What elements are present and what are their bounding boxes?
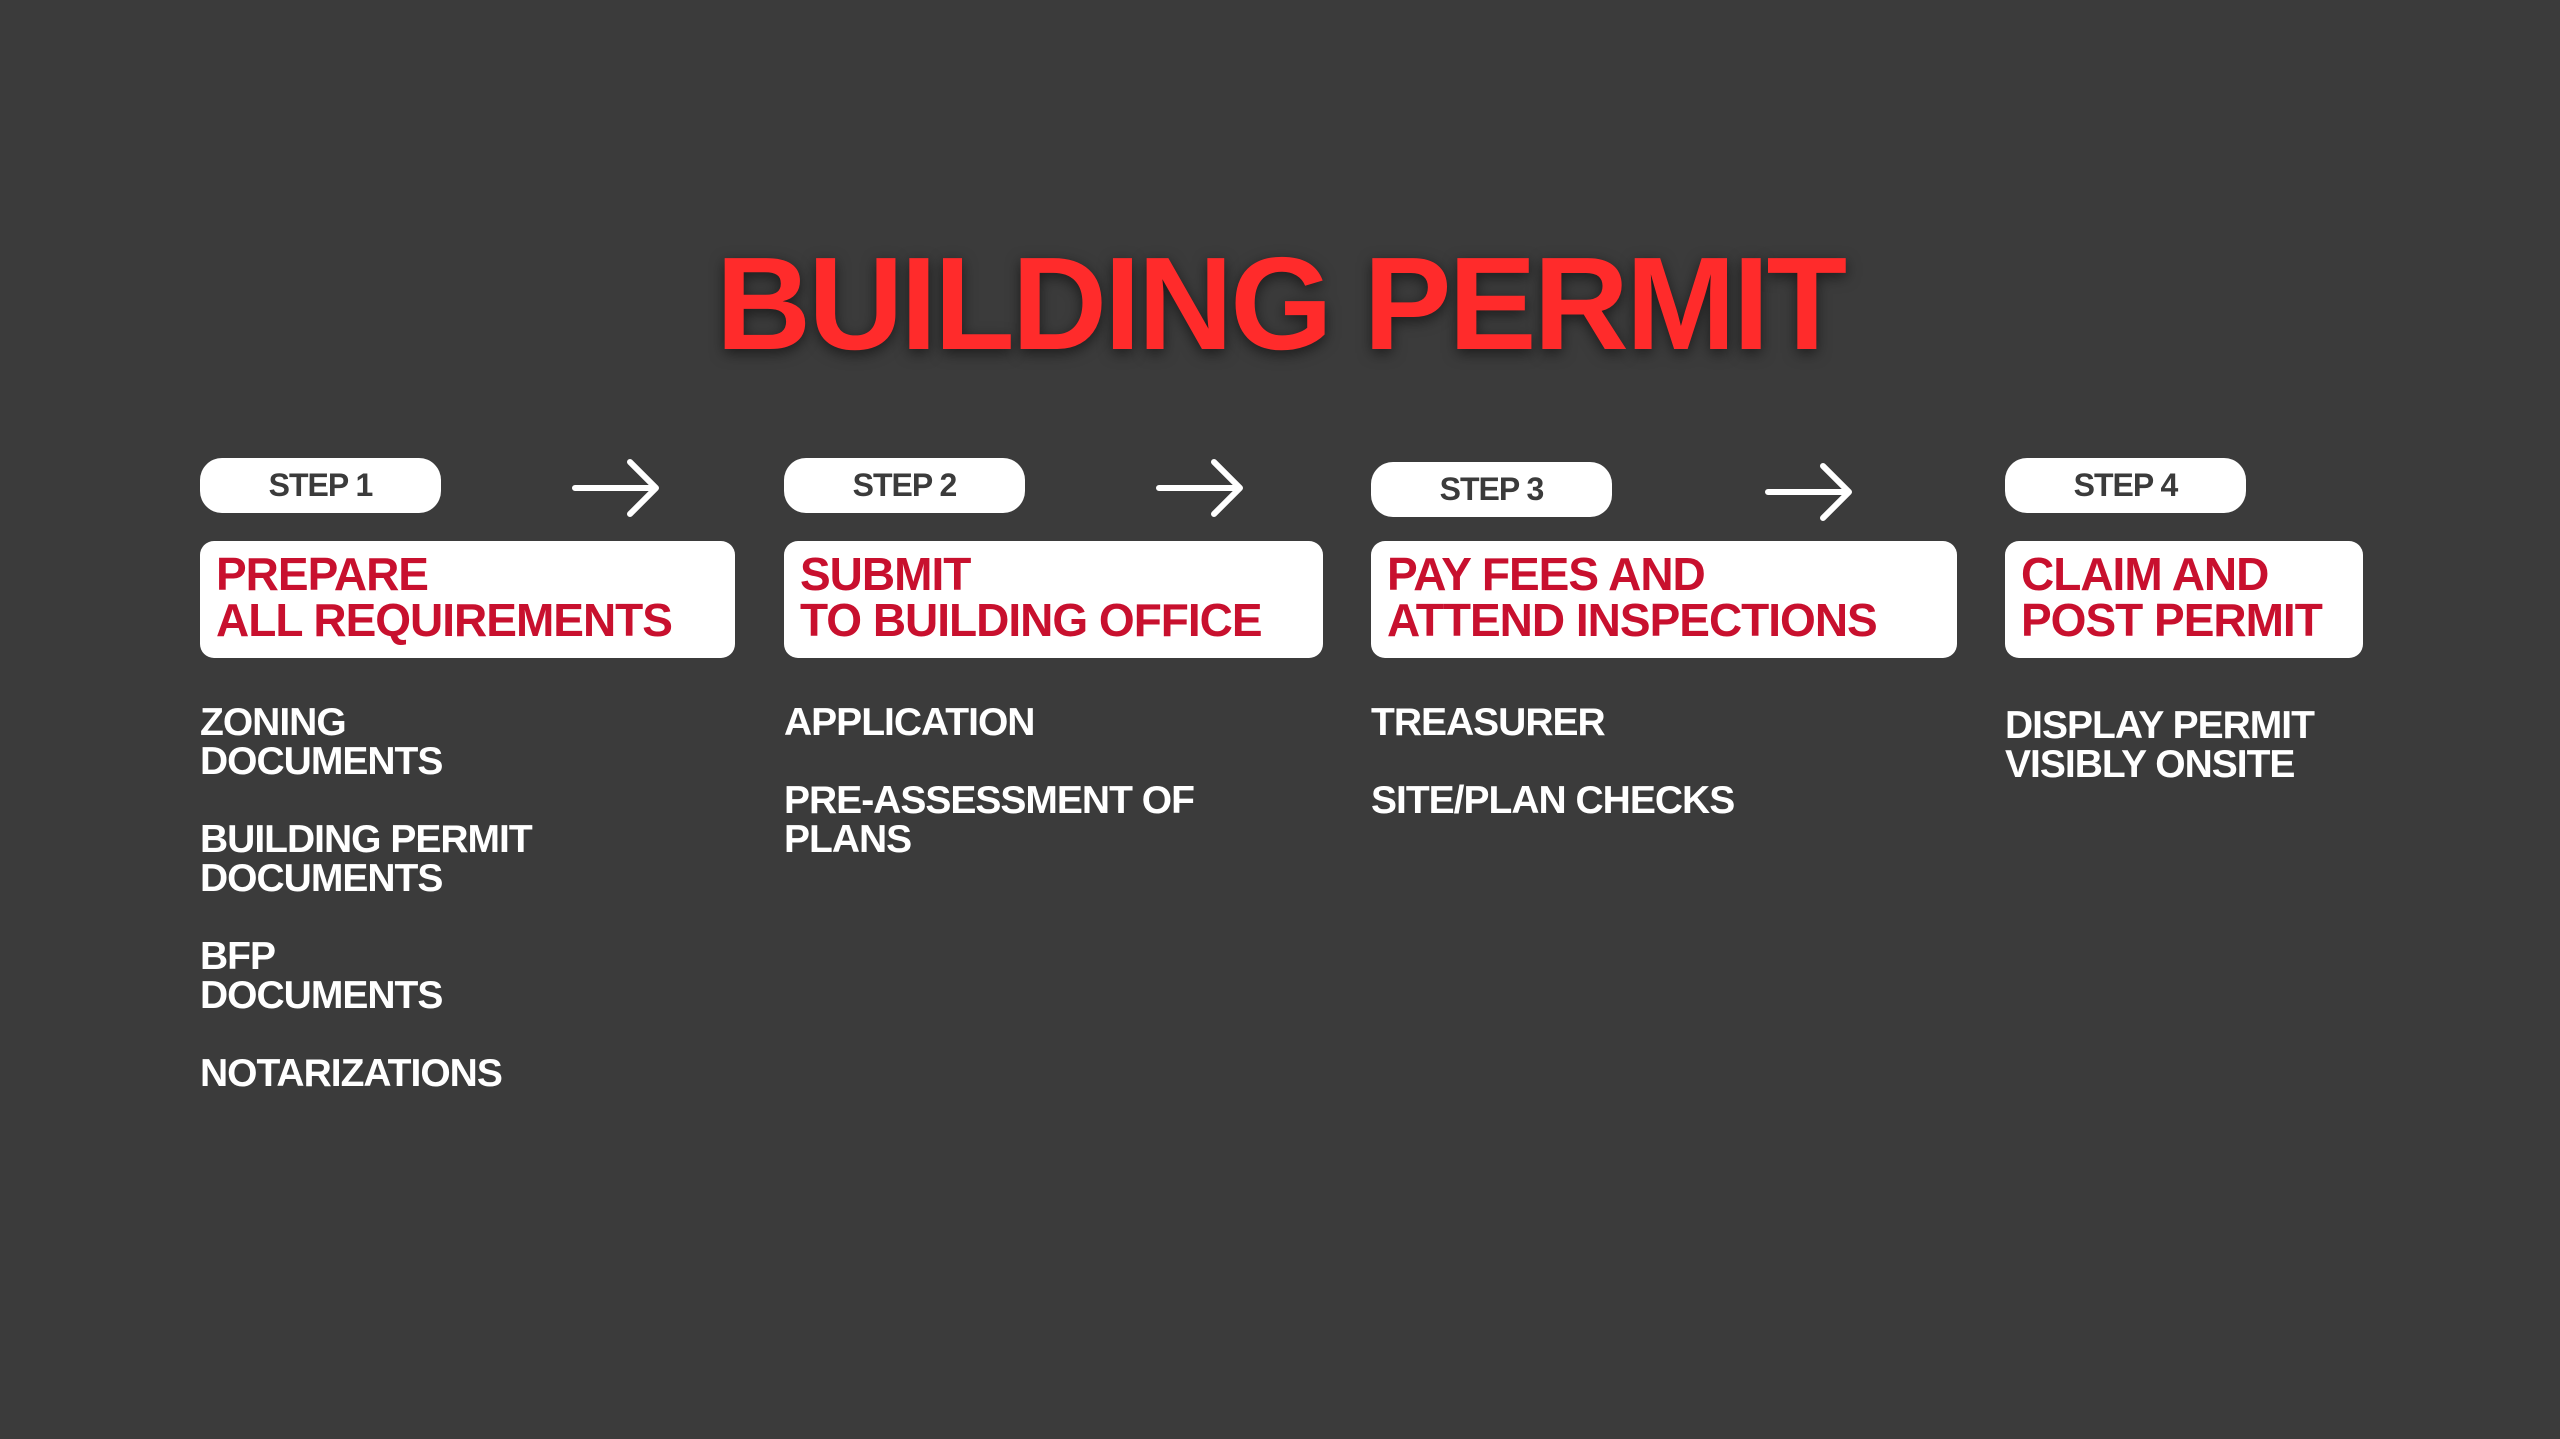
step-2: STEP 2 SUBMIT TO BUILDING OFFICE APPLICA… bbox=[784, 458, 1323, 859]
page-title: BUILDING PERMIT bbox=[715, 230, 1847, 377]
step-badge: STEP 4 bbox=[2005, 458, 2246, 513]
list-item: NOTARIZATIONS bbox=[200, 1052, 503, 1095]
list-item: DISPLAY PERMIT VISIBLY ONSITE bbox=[2005, 704, 2315, 786]
step-1: STEP 1 PREPARE ALL REQUIREMENTS ZONING D… bbox=[200, 458, 735, 1093]
step-items: DISPLAY PERMIT VISIBLY ONSITE bbox=[2005, 706, 2405, 823]
list-item: BUILDING PERMIT DOCUMENTS bbox=[200, 818, 533, 900]
step-badge: STEP 2 bbox=[784, 458, 1025, 513]
step-heading: CLAIM AND POST PERMIT bbox=[2005, 541, 2363, 658]
step-heading: PREPARE ALL REQUIREMENTS bbox=[200, 541, 735, 658]
step-badge: STEP 1 bbox=[200, 458, 441, 513]
list-item: SITE/PLAN CHECKS bbox=[1371, 779, 1735, 822]
step-items: ZONING DOCUMENTS BUILDING PERMIT DOCUMEN… bbox=[200, 703, 760, 1132]
arrow-right-icon bbox=[572, 459, 659, 517]
arrow-right-icon bbox=[1765, 463, 1852, 521]
list-item: TREASURER bbox=[1371, 701, 1606, 744]
step-items: APPLICATION PRE-ASSESSMENT OF PLANS bbox=[784, 703, 1344, 898]
list-item: APPLICATION bbox=[784, 701, 1035, 744]
list-item: ZONING DOCUMENTS bbox=[200, 701, 443, 783]
step-4: STEP 4 CLAIM AND POST PERMIT DISPLAY PER… bbox=[2005, 458, 2363, 784]
step-items: TREASURER SITE/PLAN CHECKS bbox=[1371, 703, 1971, 859]
step-heading: PAY FEES AND ATTEND INSPECTIONS bbox=[1371, 541, 1957, 658]
step-badge: STEP 3 bbox=[1371, 462, 1612, 517]
list-item: BFP DOCUMENTS bbox=[200, 935, 443, 1017]
arrow-right-icon bbox=[1156, 459, 1243, 517]
list-item: PRE-ASSESSMENT OF PLANS bbox=[784, 779, 1195, 861]
step-3: STEP 3 PAY FEES AND ATTEND INSPECTIONS T… bbox=[1371, 458, 1957, 820]
step-heading: SUBMIT TO BUILDING OFFICE bbox=[784, 541, 1323, 658]
